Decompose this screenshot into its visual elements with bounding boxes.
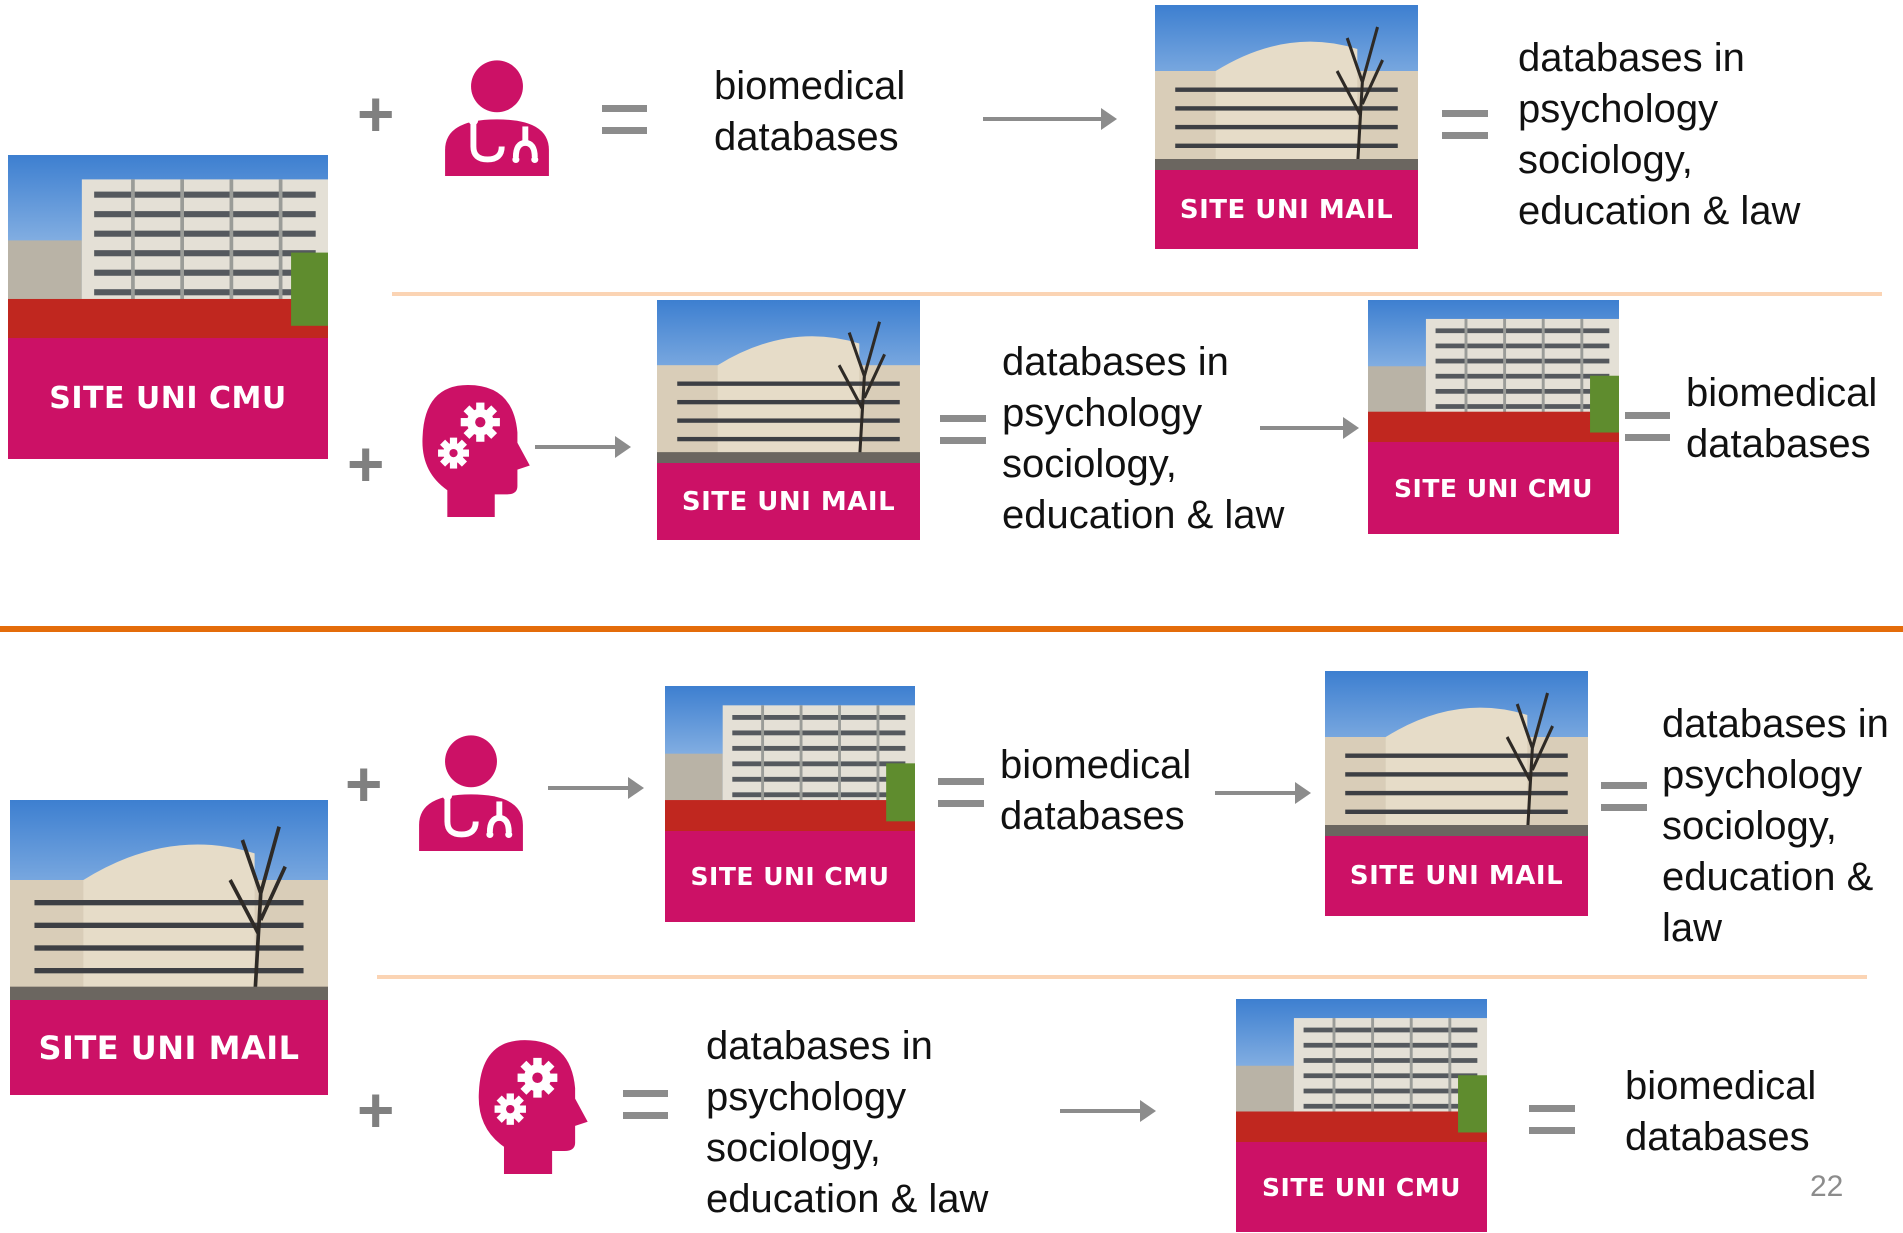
- building-photo: [1236, 999, 1487, 1142]
- site-label: SITE UNI MAIL: [1325, 836, 1588, 916]
- site-label: SITE UNI CMU: [665, 831, 915, 922]
- site-label: SITE UNI CMU: [1236, 1142, 1487, 1232]
- equals-operator: [938, 778, 984, 807]
- arrow: [535, 436, 631, 458]
- row-divider: [377, 975, 1867, 979]
- arrow: [983, 108, 1117, 130]
- mind-gears-icon: [466, 1038, 588, 1174]
- doctor-icon: [410, 733, 532, 851]
- site-card-cmu: SITE UNI CMU: [1236, 999, 1487, 1232]
- site-card-mail: SITE UNI MAIL: [1325, 671, 1588, 916]
- building-photo: [10, 800, 328, 1000]
- doctor-icon: [437, 58, 557, 176]
- site-card-mail: SITE UNI MAIL: [1155, 5, 1418, 249]
- equals-operator: [1601, 782, 1647, 811]
- site-card-mail: SITE UNI MAIL: [657, 300, 920, 540]
- building-photo: [665, 686, 915, 831]
- site-card-cmu: SITE UNI CMU: [1368, 300, 1619, 534]
- plus-operator: +: [345, 748, 383, 820]
- equals-operator: [1529, 1105, 1575, 1134]
- section-divider: [0, 626, 1903, 632]
- building-photo: [1155, 5, 1418, 170]
- plus-operator: +: [357, 1074, 395, 1146]
- plus-operator: +: [357, 78, 395, 150]
- site-label: SITE UNI CMU: [8, 338, 328, 459]
- building-photo: [8, 155, 328, 338]
- equals-operator: [940, 415, 986, 444]
- row-divider: [392, 292, 1882, 296]
- site-label: SITE UNI MAIL: [10, 1000, 328, 1095]
- arrow: [1215, 782, 1311, 804]
- site-card-cmu: SITE UNI CMU: [665, 686, 915, 922]
- equals-operator: [602, 105, 647, 134]
- page-number: 22: [1810, 1170, 1844, 1203]
- mind-gears-icon: [410, 383, 530, 517]
- site-label: SITE UNI MAIL: [1155, 170, 1418, 249]
- site-card-mail-large: SITE UNI MAIL: [10, 800, 328, 1095]
- building-photo: [657, 300, 920, 463]
- equals-operator: [1442, 110, 1488, 139]
- arrow: [548, 777, 644, 799]
- equals-operator: [623, 1090, 668, 1119]
- arrow: [1060, 1100, 1156, 1122]
- equals-operator: [1625, 412, 1670, 441]
- building-photo: [1368, 300, 1619, 442]
- site-card-cmu-large: SITE UNI CMU: [8, 155, 328, 459]
- site-label: SITE UNI MAIL: [657, 463, 920, 540]
- plus-operator: +: [347, 428, 385, 500]
- site-label: SITE UNI CMU: [1368, 442, 1619, 534]
- building-photo: [1325, 671, 1588, 836]
- arrow: [1260, 417, 1359, 439]
